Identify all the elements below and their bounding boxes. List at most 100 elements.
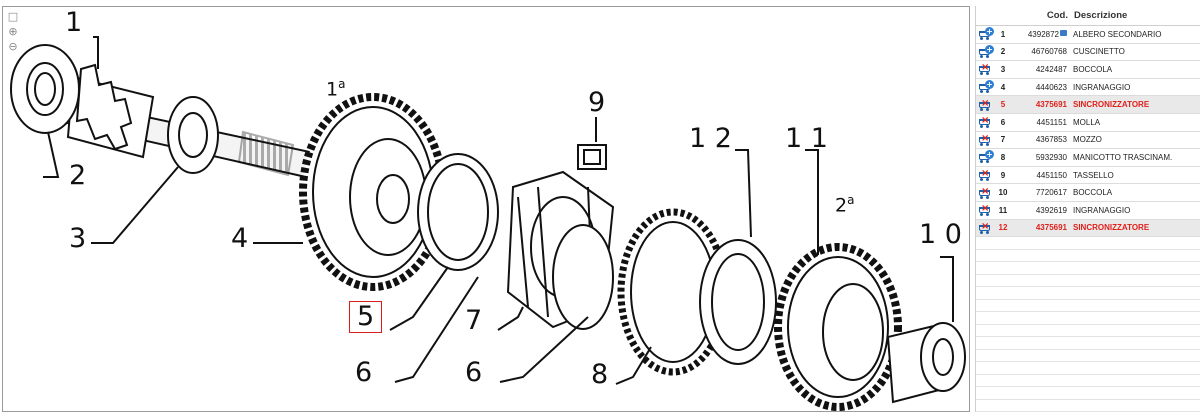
empty-row bbox=[976, 249, 1200, 263]
part-number: 12 bbox=[996, 219, 1010, 238]
empty-row bbox=[976, 324, 1200, 338]
cart-x-icon[interactable]: × bbox=[979, 115, 990, 129]
empty-row bbox=[976, 286, 1200, 300]
zoom-out-icon[interactable]: ⊖ bbox=[8, 40, 18, 53]
part-code[interactable]: 4367853 bbox=[1010, 131, 1071, 150]
part-code[interactable]: 4451151 bbox=[1010, 113, 1071, 132]
cart-x-icon[interactable]: × bbox=[979, 168, 990, 182]
callout-12[interactable]: 1 2 bbox=[689, 123, 732, 154]
second-gear-part bbox=[774, 243, 902, 411]
cart-x-icon[interactable]: × bbox=[979, 185, 990, 199]
first-gear-part bbox=[299, 93, 447, 291]
empty-row bbox=[976, 399, 1200, 413]
description-column-header: Descrizione bbox=[1071, 6, 1200, 26]
part-description: SINCRONIZZATORE bbox=[1071, 219, 1200, 238]
part-code[interactable]: 4392619 bbox=[1010, 201, 1071, 220]
part-number: 5 bbox=[996, 95, 1010, 114]
zoom-in-icon[interactable]: ⊕ bbox=[8, 25, 18, 38]
part-code[interactable]: 4392872 bbox=[1010, 25, 1071, 44]
callout-11[interactable]: 1 1 bbox=[785, 123, 828, 154]
key-block-part bbox=[577, 144, 607, 170]
empty-row bbox=[976, 274, 1200, 288]
part-number: 2 bbox=[996, 43, 1010, 62]
callout-6a[interactable]: 6 bbox=[355, 357, 373, 388]
part-code[interactable]: 4242487 bbox=[1010, 60, 1071, 79]
shaft-part bbox=[62, 63, 335, 184]
part-description: MANICOTTO TRASCINAM. bbox=[1071, 148, 1200, 167]
part-description: CUSCINETTO bbox=[1071, 43, 1200, 62]
parts-diagram-svg bbox=[10, 36, 966, 411]
synchronizer-ring-part bbox=[417, 153, 499, 271]
callout-7[interactable]: 7 bbox=[465, 305, 483, 336]
callout-10[interactable]: 1 0 bbox=[919, 219, 962, 250]
cart-x-icon[interactable]: × bbox=[979, 203, 990, 217]
cart-add-icon[interactable]: + bbox=[979, 27, 994, 41]
empty-row bbox=[976, 336, 1200, 350]
part-code[interactable]: 7720617 bbox=[1010, 183, 1071, 202]
cart-add-icon[interactable]: + bbox=[979, 44, 994, 58]
callout-9[interactable]: 9 bbox=[588, 87, 606, 118]
leader-lines bbox=[43, 36, 954, 385]
part-number: 7 bbox=[996, 131, 1010, 150]
table-header: Cod. Descrizione bbox=[976, 6, 1200, 26]
part-number: 11 bbox=[996, 201, 1010, 220]
part-code[interactable]: 5932930 bbox=[1010, 148, 1071, 167]
cart-x-icon[interactable]: × bbox=[979, 62, 990, 76]
second-gear-label: 2a bbox=[835, 193, 855, 217]
empty-row bbox=[976, 236, 1200, 250]
empty-row bbox=[976, 299, 1200, 313]
bearing-part bbox=[10, 44, 80, 134]
part-description: BOCCOLA bbox=[1071, 60, 1200, 79]
part-code[interactable]: 46760768 bbox=[1010, 43, 1071, 62]
part-description: BOCCOLA bbox=[1071, 183, 1200, 202]
info-icon[interactable] bbox=[1060, 29, 1067, 36]
part-code[interactable]: 4440623 bbox=[1010, 78, 1071, 97]
exploded-view-drawing[interactable]: □ ⊕ ⊖ bbox=[2, 6, 970, 412]
part-description: INGRANAGGIO bbox=[1071, 201, 1200, 220]
callout-2[interactable]: 2 bbox=[69, 160, 87, 191]
empty-row bbox=[976, 311, 1200, 325]
empty-row bbox=[976, 349, 1200, 363]
bushing-part bbox=[886, 322, 966, 404]
cart-x-icon[interactable]: × bbox=[979, 132, 990, 146]
callout-6b[interactable]: 6 bbox=[465, 357, 483, 388]
part-number: 10 bbox=[996, 183, 1010, 202]
callout-1[interactable]: 1 bbox=[65, 7, 83, 38]
empty-row bbox=[976, 261, 1200, 275]
zoom-toolbar: □ ⊕ ⊖ bbox=[7, 11, 21, 56]
cart-x-icon[interactable]: × bbox=[979, 220, 990, 234]
part-code[interactable]: 4375691 bbox=[1010, 219, 1071, 238]
callout-5-selected[interactable]: 5 bbox=[349, 301, 383, 333]
empty-row bbox=[976, 386, 1200, 400]
part-code[interactable]: 4375691 bbox=[1010, 95, 1071, 114]
part-number: 3 bbox=[996, 60, 1010, 79]
callout-8[interactable]: 8 bbox=[591, 359, 609, 390]
part-description: INGRANAGGIO bbox=[1071, 78, 1200, 97]
callout-3[interactable]: 3 bbox=[69, 223, 87, 254]
cart-x-icon[interactable]: × bbox=[979, 97, 990, 111]
part-number: 8 bbox=[996, 148, 1010, 167]
cart-add-icon[interactable]: + bbox=[979, 80, 994, 94]
part-number: 4 bbox=[996, 78, 1010, 97]
part-description: MOLLA bbox=[1071, 113, 1200, 132]
part-description: TASSELLO bbox=[1071, 166, 1200, 185]
cart-add-icon[interactable]: + bbox=[979, 150, 994, 164]
code-column-header: Cod. bbox=[1010, 6, 1071, 26]
part-code[interactable]: 4451150 bbox=[1010, 166, 1071, 185]
callout-4[interactable]: 4 bbox=[231, 223, 249, 254]
fit-page-icon[interactable]: □ bbox=[7, 10, 19, 23]
part-number: 9 bbox=[996, 166, 1010, 185]
